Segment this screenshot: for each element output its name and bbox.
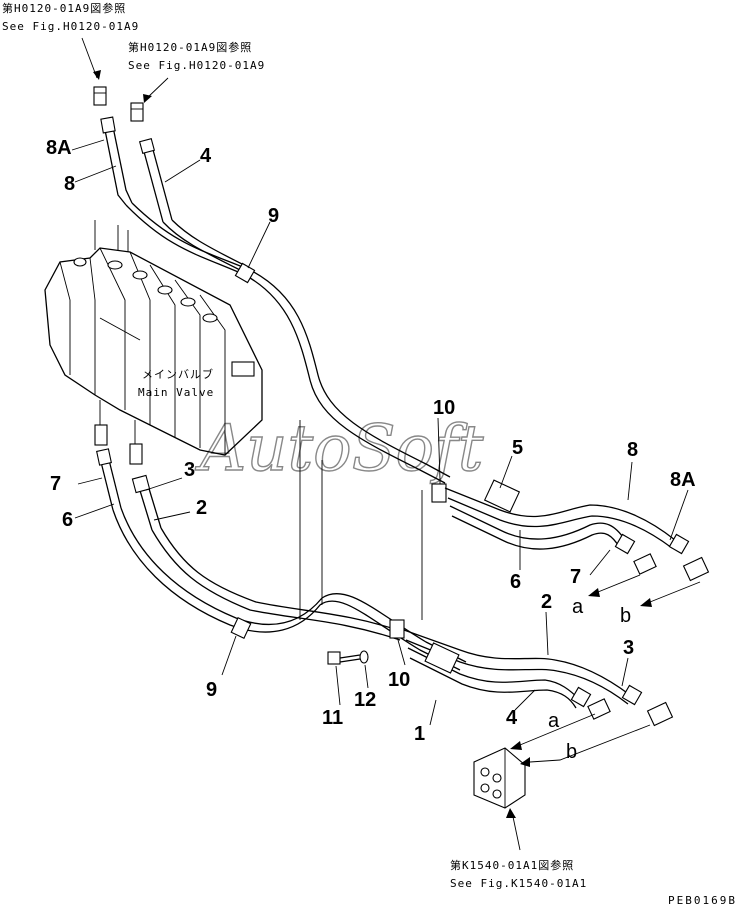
ref-top-right-en: See Fig.H0120-01A9: [128, 59, 265, 72]
part-number-7-right: 7: [570, 566, 581, 588]
part-number-7-left: 7: [50, 473, 61, 495]
reference-arrows: [81, 37, 169, 103]
part-number-6-left: 6: [62, 509, 73, 531]
part-number-6-right: 6: [510, 571, 521, 593]
part-number-5: 5: [512, 437, 523, 459]
part-number-8-top: 8: [64, 173, 75, 195]
ref-top-right-jp: 第H0120-01A9図参照: [128, 40, 252, 54]
part-number-2-left: 2: [196, 497, 207, 519]
main-valve-jp: メインバルブ: [142, 367, 214, 381]
connection-arrows: [506, 574, 701, 851]
upper-right-hose-assembly: [431, 479, 710, 582]
leader-lines: [71, 139, 689, 726]
bolt-and-washer: [327, 650, 369, 665]
connection-letter-a-lower: a: [548, 710, 560, 732]
lower-left-fittings: [94, 400, 162, 531]
connection-letter-a-upper: a: [572, 596, 584, 618]
part-number-8A-top: 8A: [46, 137, 72, 159]
connection-letter-b-lower: b: [566, 741, 577, 763]
connection-letter-b-upper: b: [620, 605, 631, 627]
upper-hoses: [100, 116, 173, 223]
ref-top-left-en: See Fig.H0120-01A9: [2, 20, 139, 33]
part-number-12: 12: [354, 689, 376, 711]
part-number-8A-right: 8A: [670, 469, 696, 491]
part-number-9-top: 9: [268, 205, 279, 227]
figure-code: PEB0169B: [668, 894, 737, 907]
part-number-3-left: 3: [184, 459, 195, 481]
part-number-11: 11: [322, 707, 343, 729]
part-number-8-right: 8: [627, 439, 638, 461]
part-number-10-top: 10: [433, 397, 455, 419]
lower-right-hose-assembly: [389, 619, 674, 727]
part-number-2-right: 2: [541, 591, 552, 613]
top-fittings: [93, 86, 144, 122]
part-number-4-top: 4: [200, 145, 212, 167]
part-number-10-bottom: 10: [388, 669, 410, 691]
part-number-9-bottom: 9: [206, 679, 217, 701]
bottom-block: [473, 747, 526, 809]
part-number-1: 1: [414, 723, 425, 745]
main-valve-en: Main Valve: [138, 386, 214, 399]
ref-bottom-en: See Fig.K1540-01A1: [450, 877, 587, 890]
long-hose-upper: [125, 202, 451, 484]
ref-top-left-jp: 第H0120-01A9図参照: [2, 1, 126, 15]
main-valve: [44, 220, 263, 456]
long-hose-lower: [112, 507, 467, 671]
part-number-4-bottom: 4: [506, 707, 518, 729]
ref-bottom-jp: 第K1540-01A1図参照: [450, 858, 574, 872]
part-number-3-right: 3: [623, 637, 634, 659]
